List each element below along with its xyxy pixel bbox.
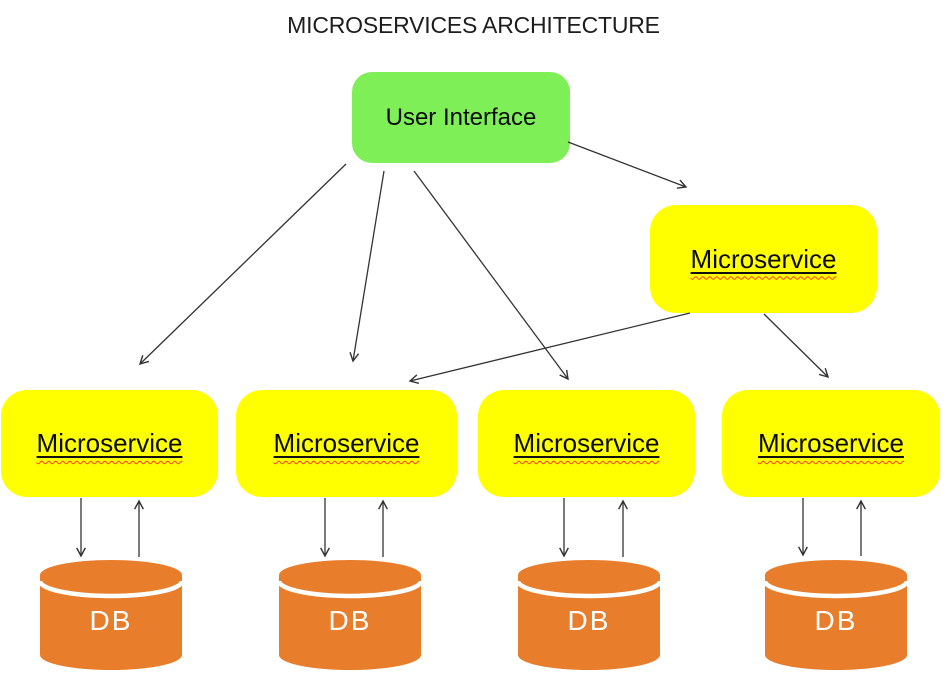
microservice-node-3[interactable]: Microservice [478,390,695,497]
user-interface-label: User Interface [385,103,537,131]
microservice-node-2[interactable]: Microservice [236,390,457,497]
diagram-title: MICROSERVICES ARCHITECTURE [287,12,660,38]
gateway-microservice-node[interactable]: Microservice [650,205,877,313]
microservice-label-3: Microservice [513,428,660,458]
db-label-3: DB [567,605,611,636]
db-label-4: DB [814,605,858,636]
arrow-ui-to-service-3 [413,170,569,381]
arrow-gateway-to-service-4 [763,313,830,379]
db-label-2: DB [328,605,372,636]
microservice-label-4: Microservice [758,428,904,458]
arrow-ui-to-service-1 [138,163,347,366]
db-label-1: DB [89,605,133,636]
arrow-gateway-to-service-2 [408,312,691,384]
microservice-node-1[interactable]: Microservice [1,390,218,497]
gateway-microservice-label: Microservice [690,243,837,274]
microservice-label-2: Microservice [273,428,420,458]
microservice-label-1: Microservice [36,428,183,458]
arrow-ui-to-gateway [567,141,688,189]
arrow-ui-to-service-2 [349,170,385,363]
microservice-node-4[interactable]: Microservice [722,390,940,497]
user-interface-node[interactable]: User Interface [352,72,570,163]
